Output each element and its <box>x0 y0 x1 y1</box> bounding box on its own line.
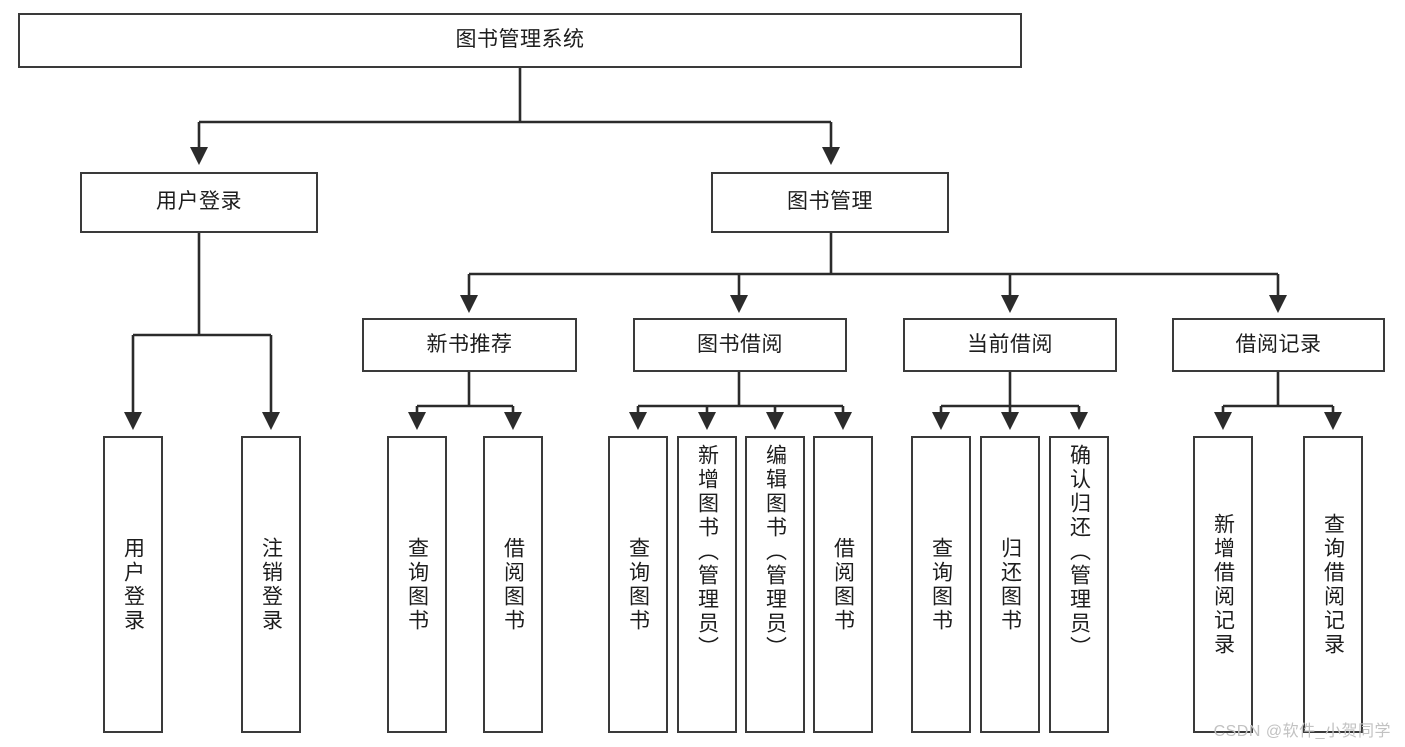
node-book-manage-label: 图书管理 <box>787 190 873 214</box>
node-new-book-recommend-label: 新书推荐 <box>426 332 513 356</box>
node-user-login-label: 用户登录 <box>156 190 242 214</box>
leaf-query-book-1[interactable]: 查询图书 <box>387 436 447 733</box>
leaf-borrow-book-2[interactable]: 借阅图书 <box>813 436 873 733</box>
leaf-return-book[interactable]: 归还图书 <box>980 436 1040 733</box>
node-current-borrow[interactable]: 当前借阅 <box>903 318 1117 372</box>
leaf-confirm-return-admin-label: 确认归还（管理员） <box>1067 444 1091 660</box>
node-root[interactable]: 图书管理系统 <box>18 13 1022 68</box>
csdn-watermark: CSDN @软件_小贺同学 <box>1213 723 1391 740</box>
leaf-query-book-1-label: 查询图书 <box>405 536 429 633</box>
leaf-user-login-label: 用户登录 <box>121 536 145 633</box>
leaf-add-book-admin-label: 新增图书（管理员） <box>695 444 719 660</box>
leaf-edit-book-admin[interactable]: 编辑图书（管理员） <box>745 436 805 733</box>
node-borrow-record[interactable]: 借阅记录 <box>1172 318 1385 372</box>
leaf-query-book-3-label: 查询图书 <box>929 536 953 633</box>
node-borrow-record-label: 借阅记录 <box>1235 332 1322 356</box>
leaf-add-borrow-record-label: 新增借阅记录 <box>1211 512 1235 657</box>
node-root-label: 图书管理系统 <box>455 28 585 52</box>
leaf-query-book-3[interactable]: 查询图书 <box>911 436 971 733</box>
node-book-borrow[interactable]: 图书借阅 <box>633 318 847 372</box>
leaf-logout-login[interactable]: 注销登录 <box>241 436 301 733</box>
leaf-borrow-book-1[interactable]: 借阅图书 <box>483 436 543 733</box>
node-new-book-recommend[interactable]: 新书推荐 <box>362 318 577 372</box>
leaf-query-borrow-record[interactable]: 查询借阅记录 <box>1303 436 1363 733</box>
leaf-add-book-admin[interactable]: 新增图书（管理员） <box>677 436 737 733</box>
leaf-add-borrow-record[interactable]: 新增借阅记录 <box>1193 436 1253 733</box>
node-current-borrow-label: 当前借阅 <box>967 332 1053 356</box>
node-user-login[interactable]: 用户登录 <box>80 172 318 233</box>
leaf-query-book-2-label: 查询图书 <box>626 536 650 633</box>
leaf-return-book-label: 归还图书 <box>998 536 1022 633</box>
leaf-query-book-2[interactable]: 查询图书 <box>608 436 668 733</box>
leaf-query-borrow-record-label: 查询借阅记录 <box>1321 512 1345 657</box>
node-book-manage[interactable]: 图书管理 <box>711 172 949 233</box>
leaf-confirm-return-admin[interactable]: 确认归还（管理员） <box>1049 436 1109 733</box>
leaf-borrow-book-2-label: 借阅图书 <box>831 536 855 633</box>
leaf-user-login[interactable]: 用户登录 <box>103 436 163 733</box>
leaf-edit-book-admin-label: 编辑图书（管理员） <box>763 444 787 660</box>
leaf-borrow-book-1-label: 借阅图书 <box>501 536 525 633</box>
node-book-borrow-label: 图书借阅 <box>697 332 783 356</box>
leaf-logout-login-label: 注销登录 <box>259 536 283 633</box>
